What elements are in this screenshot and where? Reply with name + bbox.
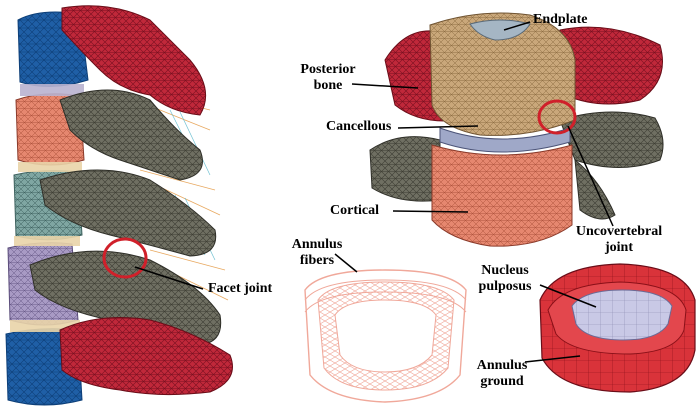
annulus-fibers-label-line1: Annulus	[291, 237, 343, 252]
annulus-fibers-label: Annulus fibers	[287, 237, 347, 269]
cancellous-leader-line	[397, 125, 479, 129]
nucleus-pulposus-label: Nucleus pulposus	[470, 263, 540, 295]
disc-model	[524, 263, 696, 393]
spine-column-model	[5, 5, 233, 406]
annulus-fibers-model	[304, 253, 467, 403]
endplate-leader-line	[503, 21, 531, 31]
facet-joint-leader-line	[134, 266, 204, 290]
annulus-ground-label: Annulus ground	[472, 358, 532, 390]
facet-joint-label: Facet joint	[208, 281, 273, 296]
annulus-ground-label-line2: ground	[480, 374, 524, 389]
annulus-fibers-leader-line	[334, 253, 358, 273]
cortical-leader-line	[392, 210, 469, 213]
vertebra-model	[351, 12, 664, 247]
uncovertebral-label-line2: joint	[605, 240, 633, 255]
posterior-label-line1: Posterior	[300, 62, 356, 77]
posterior-label-line2: bone	[313, 78, 343, 93]
uncovertebral-highlight-circle	[537, 99, 577, 135]
cancellous-label: Cancellous	[326, 119, 392, 134]
nucleus-leader-line	[539, 284, 597, 308]
endplate-label: Endplate	[533, 12, 588, 27]
uncovertebral-label-line1: Uncovertebral	[575, 224, 663, 239]
nucleus-label-line2: pulposus	[478, 279, 532, 294]
facet-joint-highlight-circle	[102, 237, 148, 279]
annulus-ground-label-line1: Annulus	[476, 358, 528, 373]
annulus-fibers-label-line2: fibers	[299, 253, 335, 268]
annulus-ground-leader-line	[524, 355, 581, 363]
uncovertebral-leader-line	[567, 125, 614, 227]
posterior-leader-line	[351, 83, 419, 89]
posterior-bone-label: Posterior bone	[300, 62, 356, 94]
nucleus-label-line1: Nucleus	[481, 263, 529, 278]
cortical-label: Cortical	[330, 203, 379, 218]
uncovertebral-joint-label: Uncovertebral joint	[564, 224, 674, 256]
